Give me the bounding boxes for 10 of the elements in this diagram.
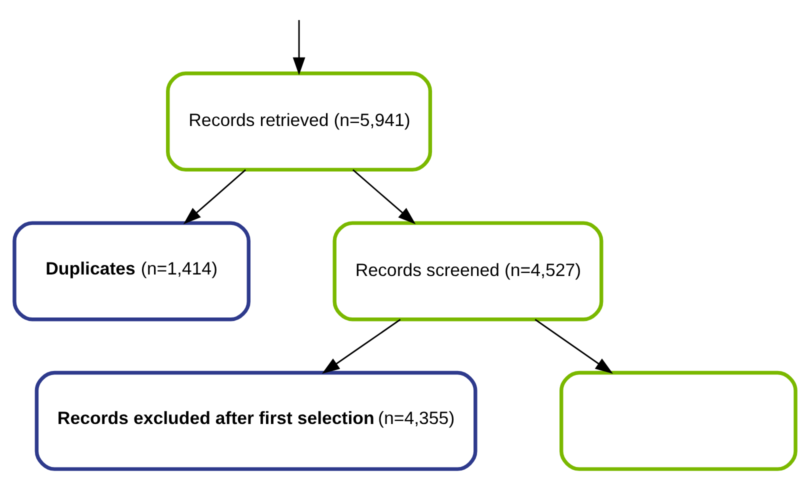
arrow	[292, 20, 306, 76]
node-box: Records screened (n=4,527)	[332, 221, 604, 322]
arrow	[352, 169, 416, 224]
arrow	[322, 318, 401, 374]
node-box: Records excluded after first selection (n=4,355)	[34, 370, 478, 471]
node-box: Records retrieved (n=5,941)	[166, 72, 432, 172]
arrow	[534, 318, 614, 374]
node-box	[560, 370, 798, 471]
arrow	[183, 169, 246, 224]
node-box: Duplicates (n=1,414)	[12, 221, 250, 322]
